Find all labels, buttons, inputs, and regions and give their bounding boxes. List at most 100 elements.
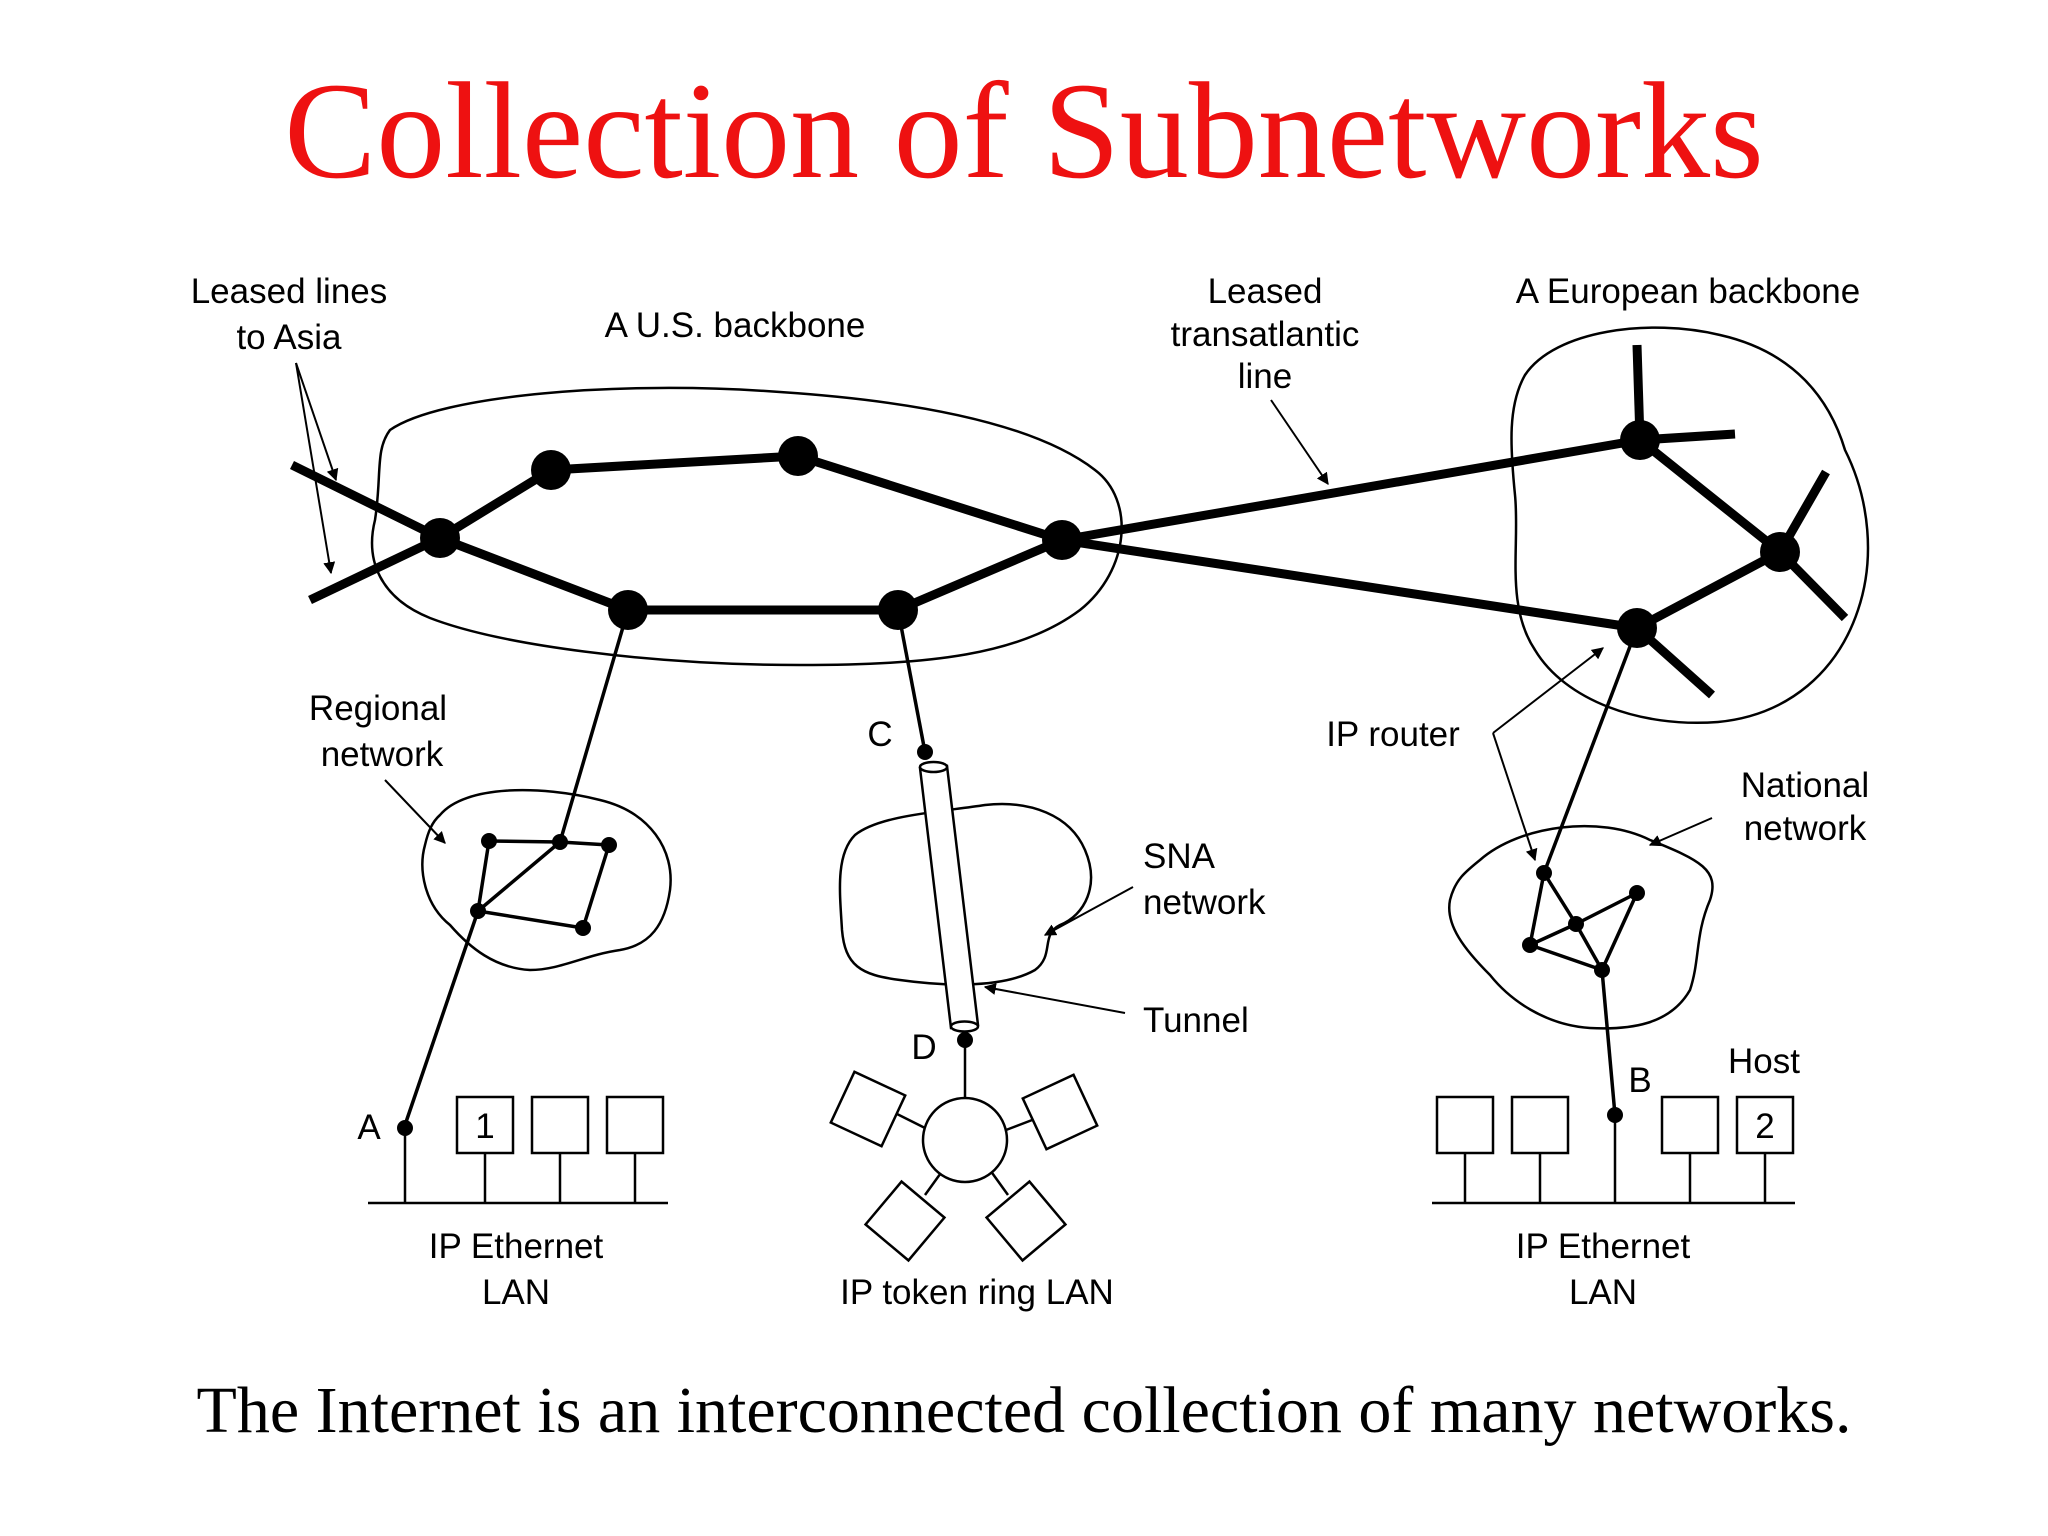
label-sna: network	[1143, 883, 1266, 922]
label-transatlantic: line	[1238, 357, 1292, 396]
national-link	[1575, 891, 1638, 926]
sna-arrow	[1043, 886, 1134, 936]
us-backbone-link	[437, 466, 554, 542]
regional-link	[488, 839, 561, 844]
regional-uplink	[558, 609, 630, 843]
label-european-backbone: A European backbone	[1516, 272, 1860, 311]
router-node	[1042, 520, 1082, 560]
national-link	[1529, 922, 1577, 947]
label-ethernet-right: LAN	[1569, 1273, 1637, 1312]
regional-router	[552, 834, 568, 850]
label-leased-asia: to Asia	[236, 318, 342, 357]
label-host: Host	[1728, 1042, 1800, 1081]
label-node-b: B	[1628, 1061, 1651, 1100]
label-national: National	[1741, 766, 1869, 805]
host-box	[1435, 1095, 1495, 1155]
token-ring	[921, 1096, 1009, 1184]
national-router	[1629, 885, 1645, 901]
label-regional: network	[321, 735, 444, 774]
national-arrow	[1648, 817, 1713, 847]
host-number-1: 1	[475, 1107, 494, 1146]
national-link	[1600, 892, 1639, 971]
regional-link	[477, 909, 584, 930]
transatlantic-arrow	[1270, 399, 1329, 485]
label-tunnel: Tunnel	[1143, 1001, 1249, 1040]
european-backbone-cloud	[1510, 326, 1870, 725]
national-router	[1522, 937, 1538, 953]
regional-network-cloud	[421, 788, 672, 972]
us-backbone-link	[550, 451, 799, 475]
regional-arrow	[384, 779, 446, 844]
ring-host	[863, 1179, 947, 1263]
us-backbone-link	[896, 535, 1064, 615]
ring-host	[984, 1179, 1068, 1263]
transatlantic-line-upper	[1061, 435, 1641, 545]
asia-arrow	[295, 362, 336, 575]
european-backbone-link	[1637, 436, 1783, 556]
label-transatlantic: transatlantic	[1171, 315, 1360, 354]
label-leased-asia: Leased lines	[191, 272, 388, 311]
regional-router	[575, 920, 591, 936]
label-ip-router: IP router	[1326, 715, 1460, 754]
ip-router-arrow	[1492, 732, 1538, 862]
ring-host	[1021, 1073, 1099, 1151]
label-regional: Regional	[309, 689, 447, 728]
regional-link	[559, 840, 610, 847]
ring-host	[829, 1070, 907, 1148]
regional-link	[581, 844, 611, 929]
label-node-a: A	[357, 1108, 381, 1147]
national-router	[1536, 865, 1552, 881]
national-link	[1574, 923, 1604, 971]
label-node-c: C	[867, 715, 892, 754]
label-ethernet-right: IP Ethernet	[1516, 1227, 1691, 1266]
label-transatlantic: Leased	[1208, 272, 1323, 311]
host-box	[530, 1095, 590, 1155]
b-downlink	[1600, 969, 1617, 1116]
asia-leased-line-upper	[290, 460, 442, 543]
router-node	[420, 518, 460, 558]
european-backbone-link	[1634, 548, 1783, 632]
router-node	[531, 450, 571, 490]
label-ethernet-left: LAN	[482, 1273, 550, 1312]
us-backbone-cloud	[370, 386, 1123, 667]
host-box	[605, 1095, 665, 1155]
page-title: Collection of Subnetworks	[284, 54, 1764, 207]
label-token-ring: IP token ring LAN	[840, 1273, 1114, 1312]
national-network-cloud	[1447, 824, 1714, 1030]
regional-link	[476, 840, 491, 912]
ip-router-arrow	[1492, 647, 1604, 734]
router-node	[778, 436, 818, 476]
us-backbone-link	[438, 533, 630, 615]
ring-spoke	[988, 1169, 1010, 1196]
host-box-2	[1735, 1095, 1795, 1155]
host-box	[1510, 1095, 1570, 1155]
asia-arrow	[295, 362, 339, 482]
ring-spoke	[894, 1111, 930, 1132]
node-c-dot	[917, 744, 933, 760]
national-uplink	[1542, 627, 1639, 874]
caption: The Internet is an interconnected collec…	[196, 1374, 1852, 1447]
host-box	[1660, 1095, 1720, 1155]
us-backbone-link	[796, 451, 1064, 545]
label-node-d: D	[911, 1028, 936, 1067]
label-ethernet-left: IP Ethernet	[429, 1227, 604, 1266]
a-uplink	[403, 910, 480, 1126]
tunnel-arrow	[983, 983, 1126, 1014]
router-node	[1620, 420, 1660, 460]
sna-network-cloud	[838, 802, 1093, 986]
national-router	[1594, 962, 1610, 978]
asia-leased-line-lower	[308, 533, 442, 605]
c-uplink	[896, 609, 927, 753]
national-router	[1568, 916, 1584, 932]
label-national: network	[1744, 809, 1867, 848]
national-link	[1542, 872, 1578, 925]
national-link	[1528, 872, 1546, 946]
regional-link	[476, 840, 562, 913]
label-us-backbone: A U.S. backbone	[605, 306, 866, 345]
host-box-1	[455, 1095, 515, 1155]
router-node	[1760, 532, 1800, 572]
regional-router	[601, 837, 617, 853]
transatlantic-line-lower	[1061, 535, 1638, 633]
regional-router	[470, 903, 486, 919]
